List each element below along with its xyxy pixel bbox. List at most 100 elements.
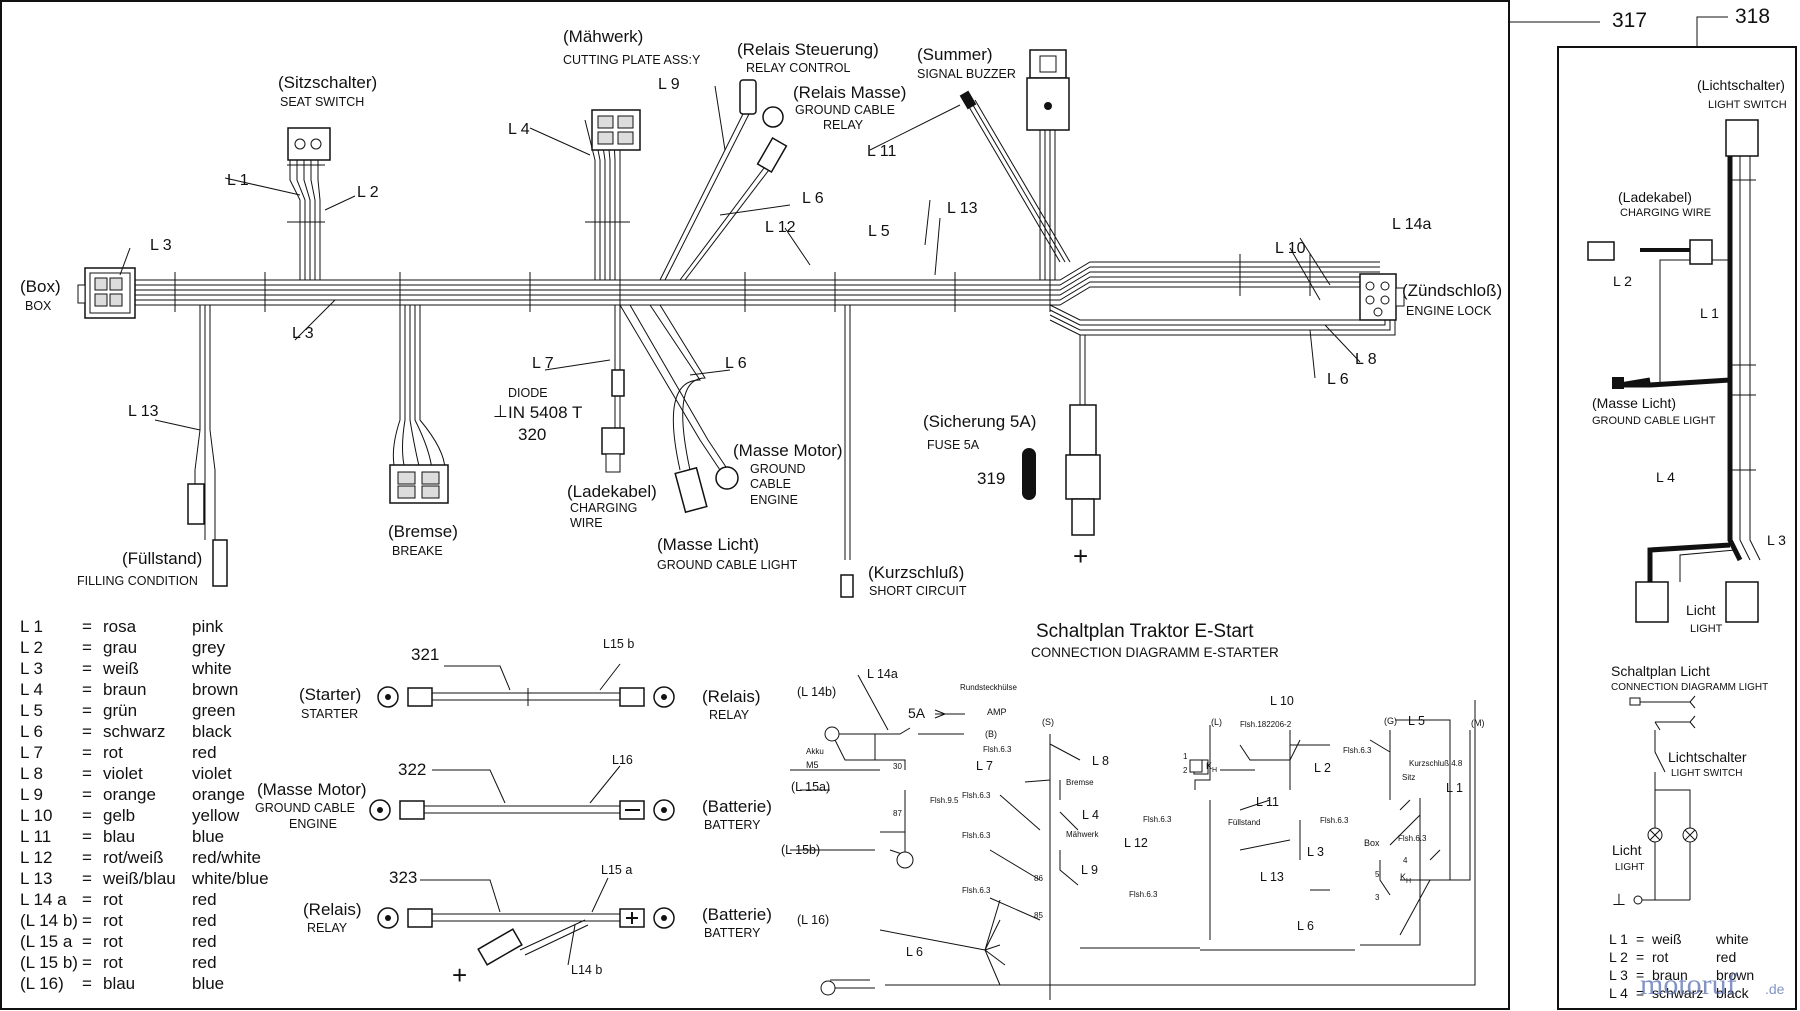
legend-equals: = [82,827,92,846]
wire-tag-l8: L 8 [1355,351,1377,368]
legend-english: pink [192,617,224,636]
legend-english: red [192,932,217,951]
frame-number-318: 318 [1735,5,1770,28]
sch-m5: M5 [806,760,819,770]
seat-switch-connector [287,127,331,161]
wire-tag-l5: L 5 [868,223,890,240]
light-switch-connector [1725,119,1759,157]
main-harness [120,254,1396,336]
buzzer-sublabel: SIGNAL BUZZER [917,67,1016,81]
sch-l9: L 9 [1081,863,1098,877]
battery-minus-symbol [820,980,836,996]
ground-motor-sublabel-3: ENGINE [750,493,798,507]
legend-german: weiß/blau [102,869,176,888]
frame-number-317: 317 [1612,9,1647,32]
wire-tag-l1: L 1 [227,172,249,189]
cable-322-right: (Batterie) [702,797,772,816]
cable-322-tag: L16 [612,753,633,767]
ground-motor-sublabel-2: CABLE [750,477,791,491]
ignition-sublabel: ENGINE LOCK [1406,304,1492,318]
lk-legend-code: L 2 [1609,949,1628,965]
legend-english: brown [192,680,238,699]
diode-label: DIODE [508,386,548,400]
fuel-level-branch [194,305,216,540]
kh-relay-box [1189,759,1203,773]
lk-schematic-subtitle: CONNECTION DIAGRAMM LIGHT [1611,682,1768,693]
sch-flsh182: Flsh.182206-2 [1240,720,1292,729]
legend-code: L 13 [20,869,52,888]
light-kit-frame [1557,46,1797,1010]
cable-321-tag: L15 b [603,637,634,651]
legend-english: red [192,890,217,909]
sch-l2: L 2 [1314,761,1331,775]
lk-sch-lamp-label: Licht [1612,842,1642,858]
sch-l15a: (L 15a) [791,780,830,794]
mower-connector [591,109,641,151]
cable-323-tag-b: L14 b [571,963,602,977]
fuel-level-connector-a [187,483,205,525]
mower-label: (Mähwerk) [563,27,643,46]
legend-english: white [191,659,232,678]
fuse-sublabel: FUSE 5A [927,438,980,452]
relay-control-sublabel: RELAY CONTROL [746,61,850,75]
ignition-connector [1359,273,1405,321]
diode-symbol [611,369,625,397]
light-connector-left [1635,581,1669,623]
cable-323-right: (Batterie) [702,905,772,924]
legend-german: rot/weiß [103,848,163,867]
sch-l14a: L 14a [867,667,898,681]
sch-b: (B) [985,729,997,739]
lk-legend-code: L 4 [1609,985,1628,1001]
sch-s: (S) [1042,717,1054,727]
cable-323-number: 323 [389,868,417,887]
short-circuit-branch [844,305,851,560]
seat-switch-branch [287,150,325,280]
sch-l10: L 10 [1270,694,1294,708]
legend-english: blue [192,827,224,846]
lk-legend-code: L 1 [1609,931,1628,947]
light-connector-right [1725,581,1759,623]
fuse-number: 319 [977,469,1005,488]
ground-terminal [1633,895,1643,905]
cable-322-left-sub-1: GROUND CABLE [255,801,355,815]
cable-321-right: (Relais) [702,687,761,706]
fuel-level-connector-b [212,539,228,587]
legend-english: red [192,743,217,762]
lk-ground-sublabel: GROUND CABLE LIGHT [1592,415,1716,427]
legend-english: red [192,911,217,930]
lk-switch-sublabel: LIGHT SWITCH [1708,99,1787,111]
fuel-level-sublabel: FILLING CONDITION [77,574,198,588]
cable-321 [377,663,675,708]
wire-tag-l14a: L 14a [1392,216,1432,233]
sch-l6a: L 6 [906,945,923,959]
lk-light-label: Licht [1686,602,1716,618]
legend-equals: = [82,848,92,867]
legend-german: rot [103,890,123,909]
legend-german: weiß [102,659,139,678]
brake-connector [389,464,449,504]
legend-german: violet [103,764,143,783]
lk-legend-german: braun [1652,967,1688,983]
lk-legend-equals: = [1636,931,1644,947]
legend-german: orange [103,785,156,804]
relay-ground-label: (Relais Masse) [793,83,906,102]
legend-equals: = [82,659,92,678]
legend-german: blau [103,974,135,993]
fuse-label: (Sicherung 5A) [923,412,1036,431]
charging-label: (Ladekabel) [567,482,657,501]
sch-n4: 4 [1403,856,1408,865]
wire-tag-l3a: L 3 [150,237,172,254]
sch-akku: Akku [806,747,824,756]
relay-ground-sublabel-2: RELAY [823,118,864,132]
legend-code: L 5 [20,701,43,720]
legend-code: (L 15 a [20,932,73,951]
sch-g: (G) [1384,716,1397,726]
seat-switch-sublabel: SEAT SWITCH [280,95,364,109]
legend-german: gelb [103,806,135,825]
relay-coil-symbol [896,851,914,869]
diode-sym: ⊥ [493,402,508,421]
legend-english: violet [192,764,232,783]
wire-tag-l13b: L 13 [128,403,159,420]
lk-charging-sublabel: CHARGING WIRE [1620,207,1711,219]
